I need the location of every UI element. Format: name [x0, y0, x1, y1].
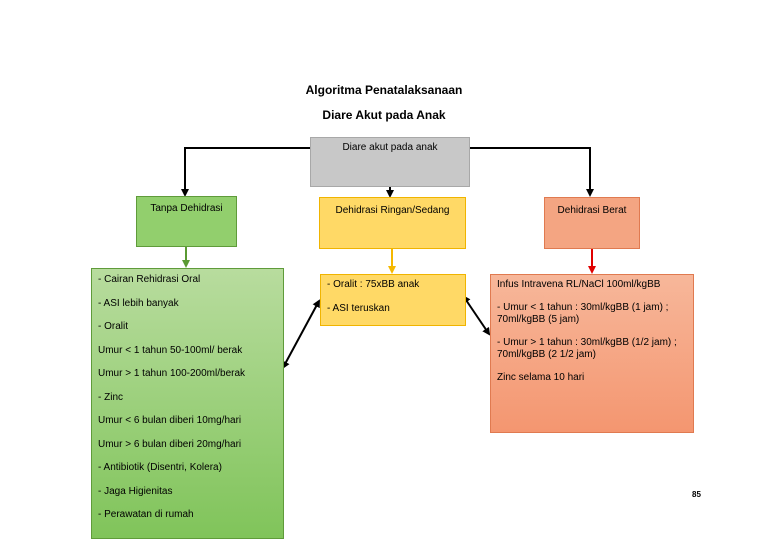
- list-item: - ASI teruskan: [327, 302, 390, 314]
- list-item: Umur > 1 tahun 100-200ml/berak: [98, 368, 246, 379]
- list-item: Umur < 6 bulan diberi 10mg/hari: [98, 415, 242, 426]
- node-root: Diare akut pada anak: [310, 137, 470, 187]
- list-item: - Oralit: [98, 321, 128, 332]
- list-item: - Oralit : 75xBB anak: [327, 279, 420, 290]
- box-tanpa-details: - Cairan Rehidrasi Oral - ASI lebih bany…: [91, 268, 284, 539]
- double-arrow-left: [282, 299, 320, 370]
- diagram-title-line2: Diare Akut pada Anak: [322, 108, 446, 122]
- box-ringan-details: - Oralit : 75xBB anak - ASI teruskan: [320, 274, 466, 326]
- node-tanpa-label: Tanpa Dehidrasi: [150, 203, 223, 214]
- list-item: - Cairan Rehidrasi Oral: [98, 274, 201, 285]
- list-item: - Jaga Higienitas: [98, 485, 173, 497]
- node-tanpa-dehidrasi: Tanpa Dehidrasi: [136, 196, 237, 247]
- list-item: - Umur < 1 tahun : 30ml/kgBB (1 jam) ; 7…: [497, 301, 669, 326]
- list-item: Umur > 6 bulan diberi 20mg/hari: [98, 438, 242, 450]
- list-item: Infus Intravena RL/NaCl 100ml/kgBB: [497, 279, 661, 290]
- page-number: 85: [692, 490, 701, 499]
- list-item: Zinc selama 10 hari: [497, 371, 585, 383]
- double-arrow-right: [462, 295, 491, 336]
- list-item: - Zinc: [98, 391, 123, 403]
- box-berat-details: Infus Intravena RL/NaCl 100ml/kgBB - Umu…: [490, 274, 694, 433]
- diagram-title-line1: Algoritma Penatalaksanaan: [305, 83, 463, 97]
- node-root-label: Diare akut pada anak: [342, 142, 438, 153]
- node-dehidrasi-berat: Dehidrasi Berat: [544, 197, 640, 249]
- list-item: - Antibiotik (Disentri, Kolera): [98, 462, 222, 473]
- list-item: Umur < 1 tahun 50-100ml/ berak: [98, 344, 243, 356]
- node-ringan-label: Dehidrasi Ringan/Sedang: [335, 205, 450, 216]
- node-dehidrasi-ringan: Dehidrasi Ringan/Sedang: [319, 197, 466, 249]
- arrow-root-to-berat: [470, 147, 594, 197]
- list-item: - Umur > 1 tahun : 30ml/kgBB (1/2 jam) ;…: [497, 336, 677, 361]
- list-item: - Perawatan di rumah: [98, 509, 194, 520]
- list-item: - ASI lebih banyak: [98, 297, 179, 309]
- arrow-root-to-tanpa: [181, 147, 310, 197]
- node-berat-label: Dehidrasi Berat: [557, 205, 627, 216]
